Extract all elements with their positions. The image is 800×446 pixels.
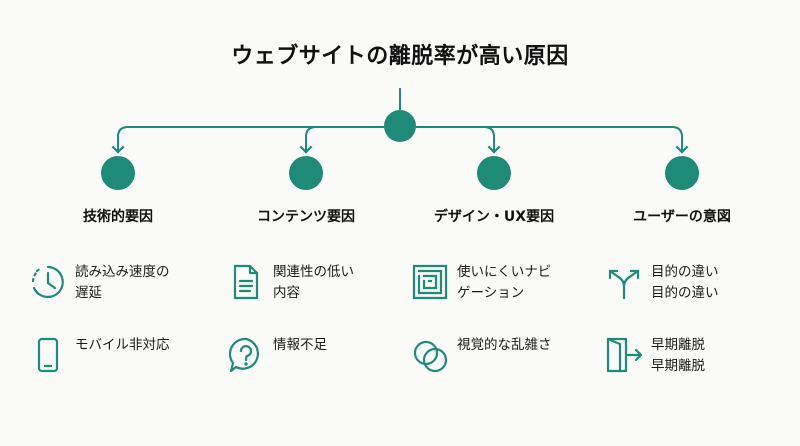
category-label-user-intent: ユーザーの意図 <box>633 209 731 225</box>
category-label-technical: 技術的要因 <box>83 209 153 225</box>
overlapping-circles-icon <box>413 340 448 373</box>
exit-door-icon <box>606 337 643 373</box>
cause-text: 視覚的な乱雑さ <box>457 337 552 353</box>
cause-text: モバイル非対応 <box>75 337 170 353</box>
cause-item: 使いにくいナビ ゲーション <box>410 262 551 304</box>
diagram-title: ウェブサイトの離脱率が高い原因 <box>231 44 569 69</box>
question-bubble-icon <box>228 337 259 373</box>
category-label-design-ux: デザイン・UX要因 <box>433 209 555 225</box>
cause-item: 早期離脱 早期離脱 <box>604 335 705 377</box>
cause-text: 読み込み速度の 遅延 <box>75 264 170 301</box>
cause-text: 目的の違い 目的の違い <box>651 264 719 301</box>
cause-text: 関連性の低い 内容 <box>273 264 354 301</box>
category-node-1 <box>101 156 135 190</box>
clock-icon <box>31 265 64 299</box>
cause-text: 使いにくいナビ ゲーション <box>457 264 552 301</box>
branch-line-1 <box>111 126 384 154</box>
branch-line-3 <box>416 126 501 154</box>
category-node-4 <box>665 156 699 190</box>
cause-item: 視覚的な乱雑さ <box>410 335 552 375</box>
root-node <box>384 110 416 142</box>
cause-item: 関連性の低い 内容 <box>226 262 354 304</box>
cause-item: モバイル非対応 <box>28 335 170 375</box>
category-node-3 <box>477 156 511 190</box>
cause-text: 情報不足 <box>273 337 327 353</box>
category-node-2 <box>289 156 323 190</box>
cause-item: 目的の違い 目的の違い <box>604 262 719 304</box>
cause-item: 情報不足 <box>226 335 327 375</box>
split-arrows-icon <box>608 269 640 300</box>
cause-text: 早期離脱 早期離脱 <box>651 337 705 374</box>
cause-item: 読み込み速度の 遅延 <box>28 262 170 304</box>
category-label-content: コンテンツ要因 <box>257 209 355 225</box>
smartphone-icon <box>37 337 59 373</box>
branch-line-2 <box>299 126 384 154</box>
maze-icon <box>412 264 448 300</box>
document-icon <box>233 264 259 300</box>
branch-line-4 <box>416 126 689 154</box>
